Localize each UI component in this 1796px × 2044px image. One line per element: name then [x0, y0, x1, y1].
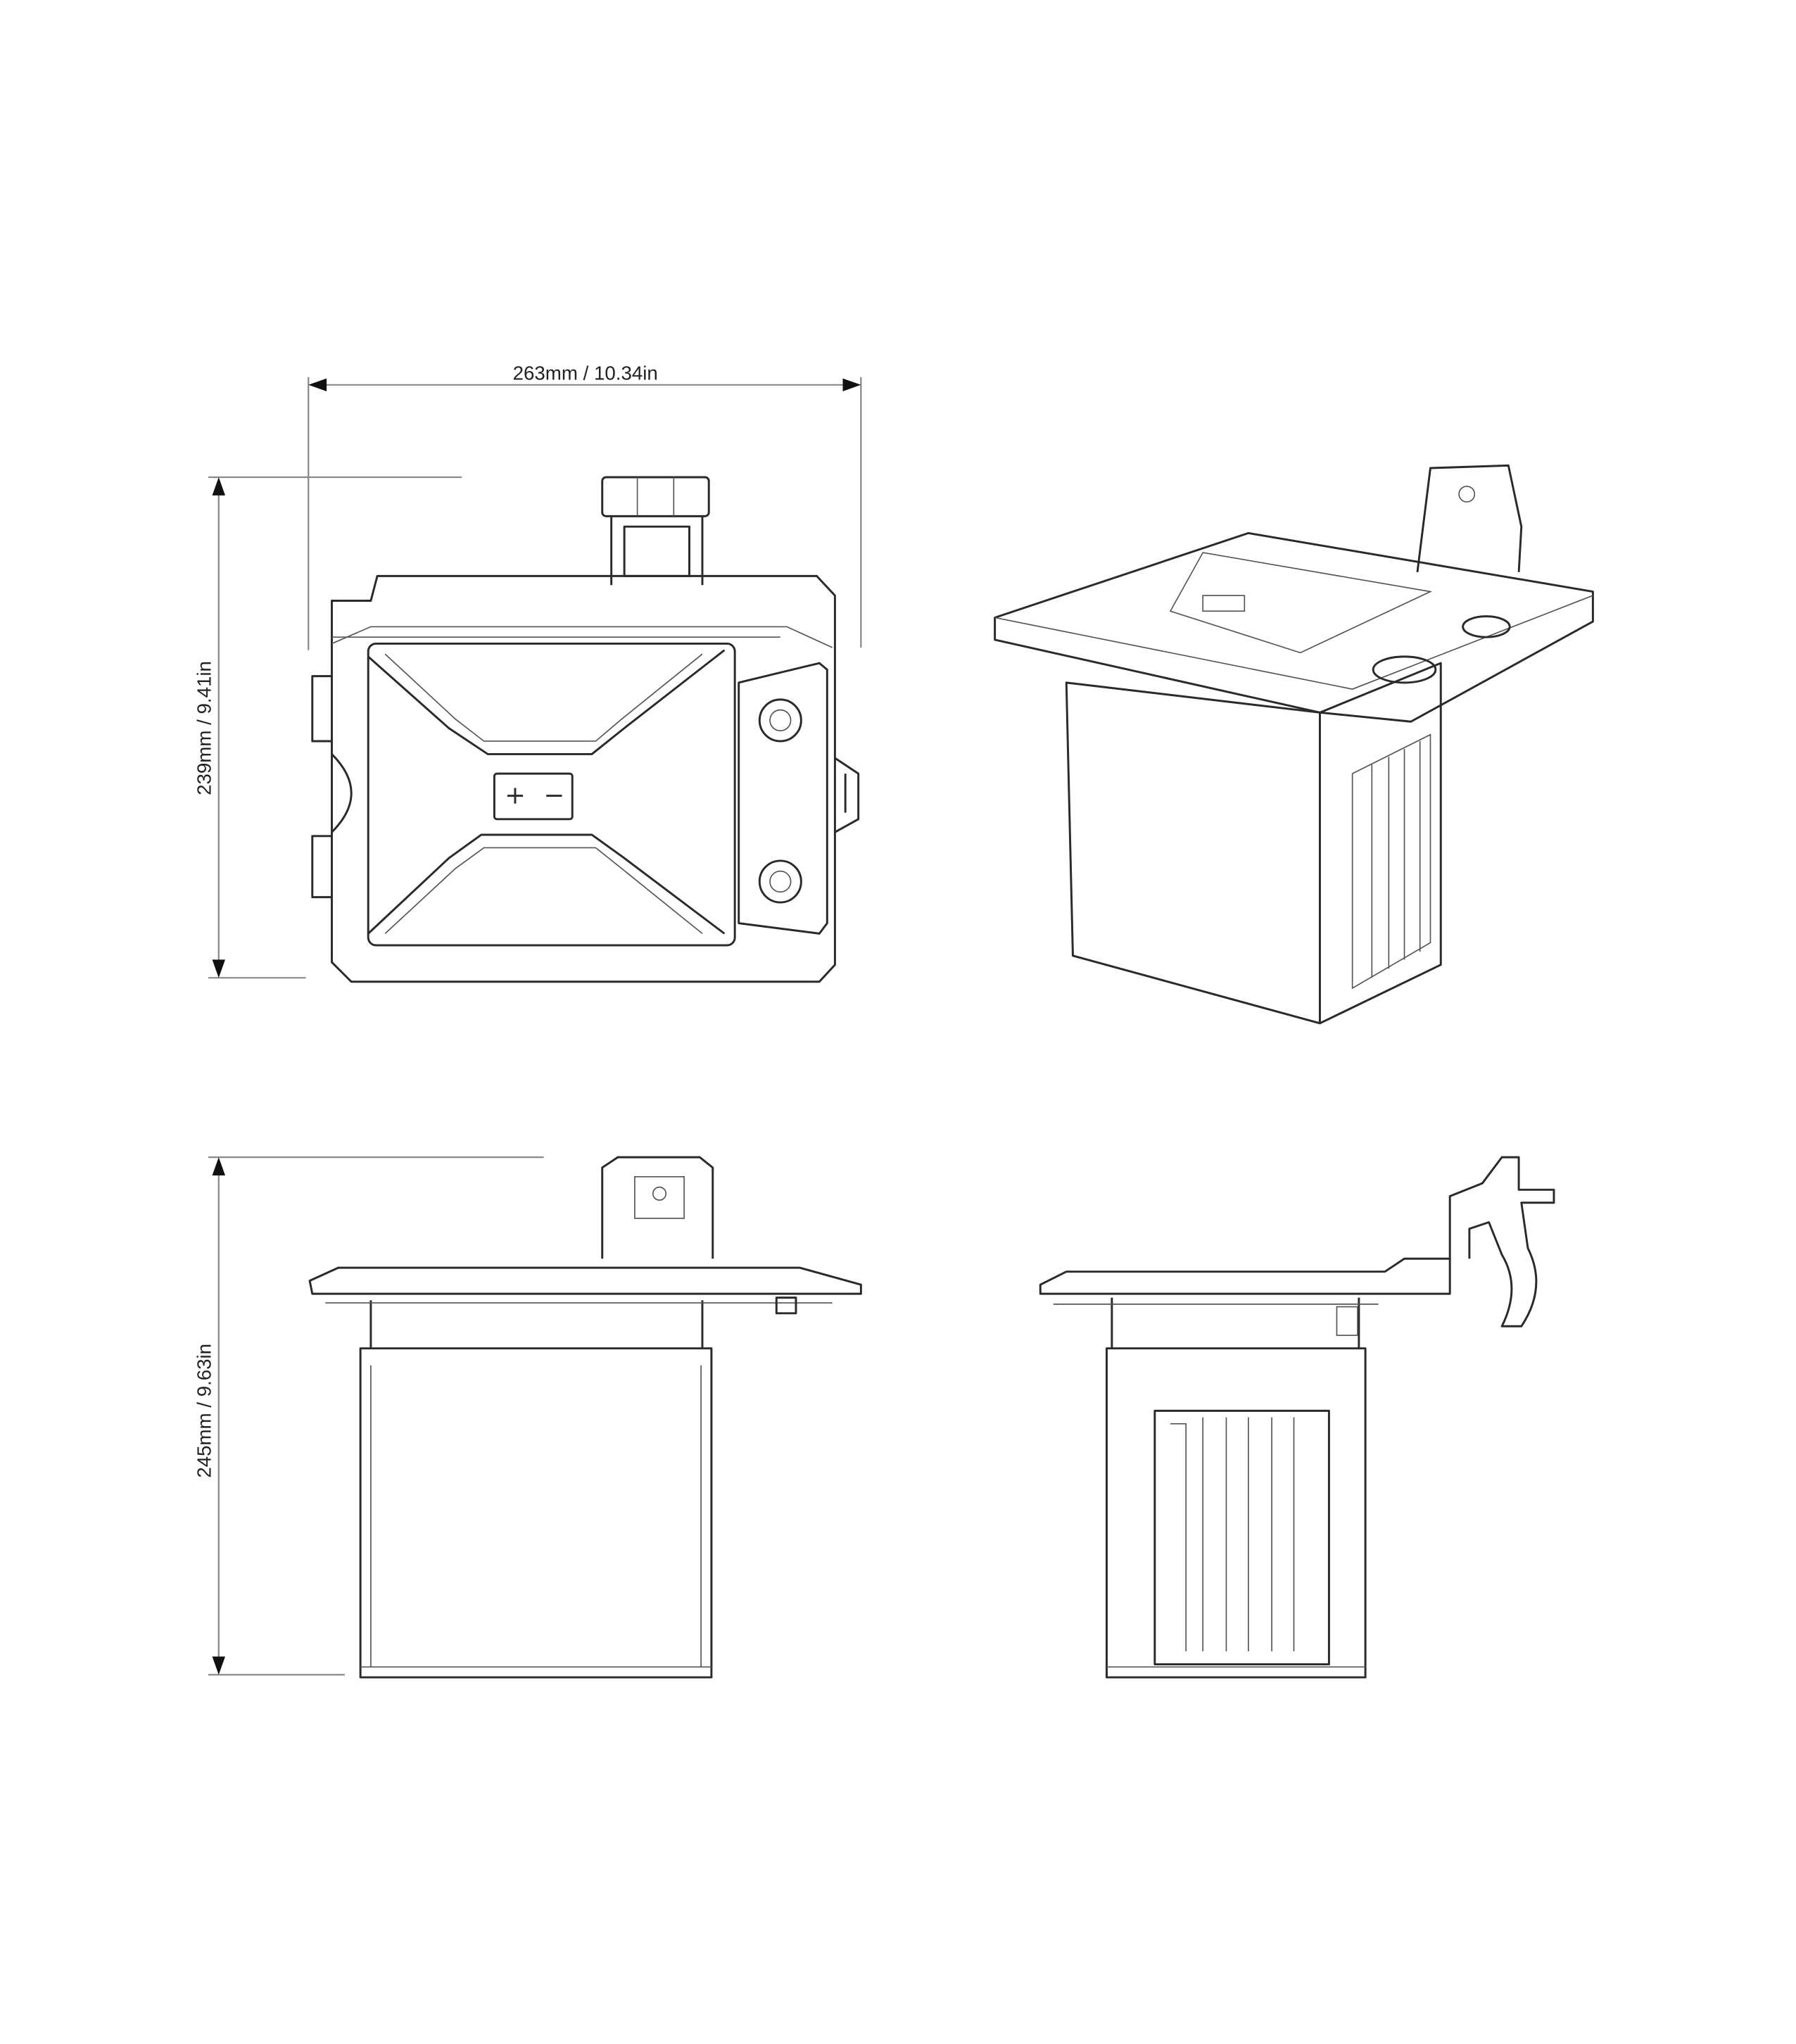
- front-view: [308, 1156, 862, 1679]
- terminal-positive: [758, 698, 802, 743]
- battery-symbol-icon: [493, 772, 574, 821]
- top-view: [311, 476, 860, 983]
- mounting-clip: [601, 476, 710, 586]
- height-top-label: 239mm / 9.41in: [194, 661, 215, 795]
- width-label: 263mm / 10.34in: [513, 362, 658, 384]
- terminal-negative: [758, 859, 802, 904]
- width-dimension: 263mm / 10.34in: [308, 362, 862, 650]
- height-bottom-label: 245mm / 9.63in: [194, 1344, 215, 1478]
- side-view: [1039, 1156, 1555, 1679]
- height-dimension-top: 239mm / 9.41in: [194, 476, 462, 979]
- isometric-view: [994, 464, 1594, 1025]
- height-dimension-bottom: 245mm / 9.63in: [194, 1156, 544, 1676]
